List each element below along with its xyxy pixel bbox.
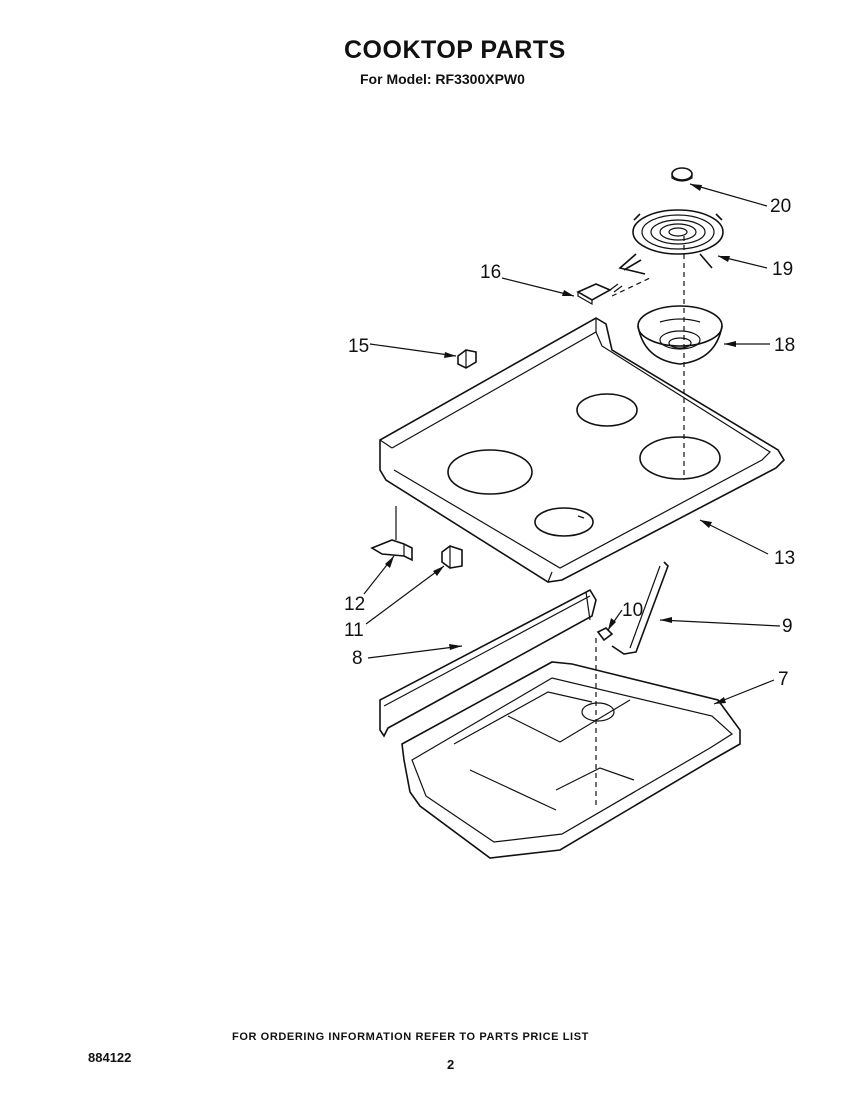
page-number: 2 [447, 1057, 455, 1072]
callout-19: 19 [772, 259, 793, 280]
leader-lines [363, 183, 781, 705]
alignment-line-terminal [611, 277, 651, 297]
part-18-drip-bowl [637, 305, 723, 365]
callout-16: 16 [480, 262, 501, 283]
part-10-clip [596, 627, 614, 642]
part-9-rod [611, 561, 669, 655]
document-number: 884122 [88, 1050, 132, 1065]
part-19-surface-element [618, 209, 724, 275]
callout-13: 13 [774, 548, 795, 569]
part-11-clip [441, 545, 463, 569]
part-16-terminal-block [576, 283, 623, 306]
part-8-front-strip [379, 588, 597, 738]
model-subtitle: For Model: RF3300XPW0 [360, 71, 525, 87]
part-13-cooktop [379, 317, 786, 583]
callout-15: 15 [348, 336, 369, 357]
part-15-clip [457, 349, 477, 369]
callout-10: 10 [622, 600, 643, 621]
callout-9: 9 [782, 616, 793, 637]
part-20-cap [671, 167, 693, 182]
page-title: COOKTOP PARTS [344, 36, 566, 64]
callout-18: 18 [774, 335, 795, 356]
part-12-bracket [370, 539, 413, 562]
callout-7: 7 [778, 669, 789, 690]
callout-12: 12 [344, 594, 365, 615]
callout-11: 11 [344, 620, 364, 641]
callout-20: 20 [770, 196, 791, 217]
part-7-burner-box [401, 661, 741, 859]
callout-8: 8 [352, 648, 363, 669]
ordering-note: FOR ORDERING INFORMATION REFER TO PARTS … [232, 1031, 589, 1043]
